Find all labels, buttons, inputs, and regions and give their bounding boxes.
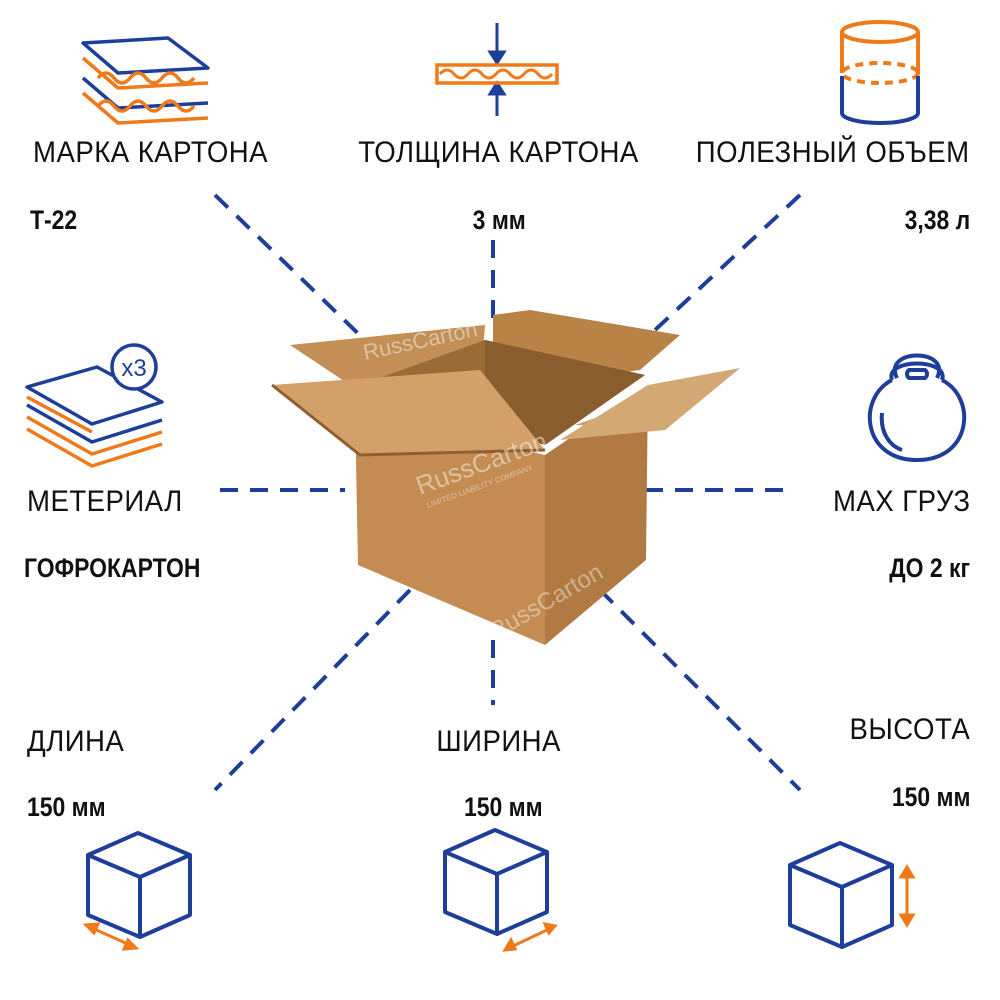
brand-label: МАРКА КАРТОНА xyxy=(33,136,269,169)
max-load-label: MAX ГРУЗ xyxy=(832,485,970,518)
cube-height-icon xyxy=(788,841,916,949)
kettlebell-icon xyxy=(867,353,967,463)
thickness-label: ТОЛЩИНА КАРТОНА xyxy=(358,136,639,169)
cylinder-volume-icon xyxy=(840,20,920,125)
thickness-icon xyxy=(435,23,559,116)
length-label: ДЛИНА xyxy=(27,725,125,758)
connector-brand xyxy=(213,193,372,347)
cube-length-icon xyxy=(82,831,192,951)
width-value: 150 мм xyxy=(463,792,543,822)
brand-value: Т-22 xyxy=(30,205,78,235)
sheets-x3-icon: x3 xyxy=(25,343,164,468)
thickness-value: 3 мм xyxy=(472,205,526,235)
material-badge: x3 xyxy=(121,355,146,382)
connector-volume xyxy=(653,193,802,332)
connector-height xyxy=(598,588,802,792)
material-label: МЕТЕРИАЛ xyxy=(27,485,183,518)
cube-width-icon xyxy=(443,828,558,952)
material-value: ГОФРОКАРТОН xyxy=(24,553,201,583)
width-label: ШИРИНА xyxy=(436,725,561,758)
connector-length xyxy=(213,588,412,792)
volume-label: ПОЛЕЗНЫЙ ОБЪЕМ xyxy=(696,136,970,169)
height-label: ВЫСОТА xyxy=(849,713,970,746)
volume-value: 3,38 л xyxy=(904,205,970,235)
layered-cardboard-icon xyxy=(81,36,210,125)
length-value: 150 мм xyxy=(27,792,106,822)
height-value: 150 мм xyxy=(891,782,970,812)
max-load-value: ДО 2 кг xyxy=(889,553,970,583)
